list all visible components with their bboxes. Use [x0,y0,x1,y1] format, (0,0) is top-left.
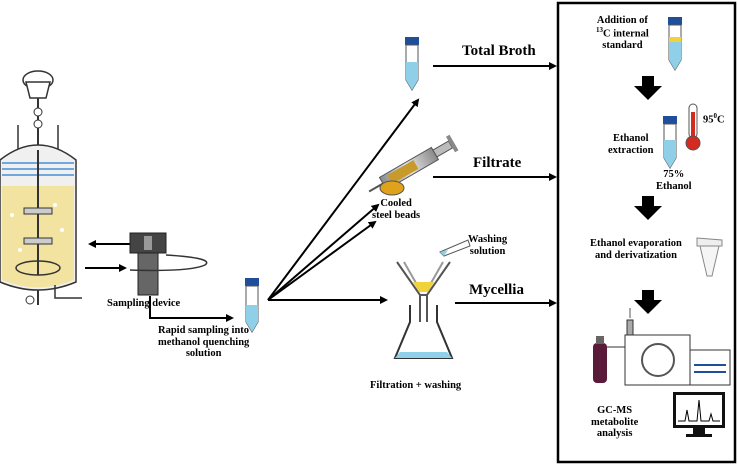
evaporation-label: Ethanol evaporation and derivatization [590,238,682,261]
gcms-line-1: GC-MS [597,405,633,416]
ethanol-percent-label: 75% Ethanol [656,169,692,192]
cooled-beads-line-2: steel beads [372,209,421,221]
addition-line-3: standard [602,39,643,51]
isotope-superscript: 13 [596,25,603,34]
addition-line-2: 13C internal [596,25,649,40]
rapid-sampling-line-2: methanol quenching [158,336,250,348]
temperature-degree: 0 [713,112,718,120]
thermometer-icon [685,103,701,151]
quench-tube [245,278,259,333]
temperature-value: 95 [703,114,714,126]
rapid-sampling-line-3: solution [185,348,222,360]
ethanol-extraction-line-1: Ethanol [612,133,649,144]
filtration-label: Filtration + washing [370,380,462,391]
cooled-beads-line-1: Cooled [380,198,412,209]
sampling-device-label: Sampling device [107,298,181,309]
monitor-icon [673,392,725,437]
block-arrows [634,76,662,314]
total-broth-label: Total Broth [462,43,536,59]
arrow-to-syringe [267,203,380,301]
rapid-sampling-line-1: Rapid sampling into [158,325,250,336]
arrow-to-beads [267,220,377,301]
ethanol-percent-line-1: 75% [663,169,685,180]
sampling-device [129,232,208,296]
gcms-label: GC-MS metabolite analysis [591,405,638,440]
ethanol-extraction-label: Ethanol extraction [608,133,653,156]
gcms-line-2: metabolite [591,416,639,428]
rapid-sampling-label: Rapid sampling into methanol quenching s… [158,325,249,360]
extraction-tube [663,116,677,169]
addition-line-2-text: C internal [603,28,649,40]
bioreactor [0,70,82,305]
washing-solution-line-1: Washing [468,234,508,245]
syringe [368,134,459,193]
cooled-beads-label: Cooled steel beads [372,198,420,221]
filtration-apparatus [393,261,454,359]
washing-solution-line-2: solution [469,245,506,257]
eppendorf-tube-icon [696,237,723,277]
standard-tube [668,17,682,71]
total-broth-tube [405,37,419,91]
evaporation-line-1: Ethanol evaporation [590,238,682,249]
ethanol-percent-line-2: Ethanol [656,180,692,192]
gcms-line-3: analysis [596,428,633,440]
addition-line-1: Addition of [596,15,648,26]
gcms-instrument [593,308,731,386]
addition-label: Addition of 13C internal standard [596,15,649,51]
temperature-label: 950C [703,112,725,126]
washing-pipette [439,239,471,257]
temperature-unit: C [717,114,725,126]
mycellia-label: Mycellia [469,282,524,298]
analysis-box [556,1,737,464]
arrow-to-broth [267,98,420,301]
filtrate-label: Filtrate [473,155,522,171]
steel-beads [379,180,405,196]
evaporation-line-2: and derivatization [594,249,677,261]
washing-solution-label: Washing solution [468,234,507,257]
arrow-to-quench [149,296,234,322]
ethanol-extraction-line-2: extraction [608,144,654,156]
